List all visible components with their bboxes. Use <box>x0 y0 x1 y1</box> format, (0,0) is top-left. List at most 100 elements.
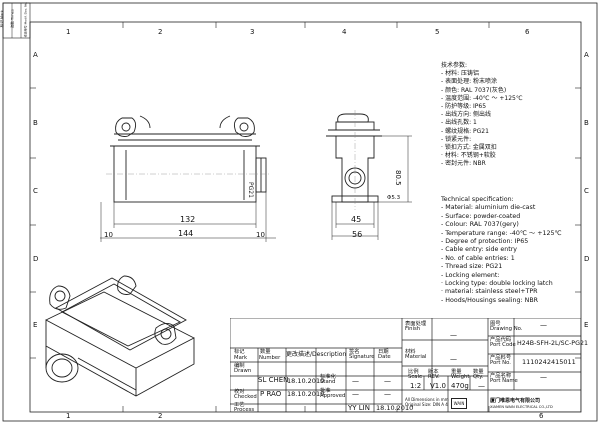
approver-date-value: 18.10.2010 <box>376 404 414 412</box>
spec-en-line: - Thread size: PG21 <box>441 263 503 271</box>
dim-56: 56 <box>352 230 363 239</box>
material-value: — <box>450 355 457 363</box>
spec-en-line: - Surface: powder-coated <box>441 212 521 220</box>
standard-value: — <box>352 377 359 385</box>
spec-cn-line: - 锁紧元件: <box>441 135 472 143</box>
col-label-5: 5 <box>435 28 440 36</box>
title-block-grid <box>230 318 581 412</box>
spec-en-line: · Locking type: double locking latch <box>441 280 553 288</box>
spec-cn-line: - 表面处理: 粉末喷涂 <box>441 78 498 86</box>
rev-value: V1.0 <box>430 382 446 390</box>
checked-by-value: P RAO <box>260 390 282 398</box>
revision-times-label: 次数 Times <box>10 9 15 29</box>
spec-cn-line: - 出线孔数: 1 <box>441 119 477 127</box>
col-label-1-bottom: 1 <box>66 412 71 420</box>
drawn-date-value: 18.10.2010 <box>287 377 325 385</box>
row-label-a: A <box>33 51 38 59</box>
col-label-6: 6 <box>525 28 530 36</box>
col-label-4: 4 <box>342 28 347 36</box>
row-label-b-right: B <box>584 119 589 127</box>
col-label-6-bottom: 6 <box>539 412 544 420</box>
spec-cn-line: - 颜色: RAL 7037(灰色) <box>441 86 507 94</box>
col-label-2-bottom: 2 <box>158 412 163 420</box>
spec-list-en: Technical specification: - Material: alu… <box>441 196 562 305</box>
approved-date-value: — <box>384 390 391 398</box>
header-number-cn: 数量 <box>260 349 271 355</box>
port-name-value: — <box>540 373 547 381</box>
row-label-d-right: D <box>584 255 590 263</box>
approver-value: YY LIN <box>348 404 370 412</box>
side-view <box>326 110 412 240</box>
spec-cn-line: - 出线方向: 侧出线 <box>441 111 492 119</box>
isometric-view <box>45 275 195 397</box>
drawing-no-value: — <box>540 321 547 329</box>
dim-pg21: PG21 <box>247 182 254 198</box>
spec-cn-line: - 温度范围: -40℃ ～ +125℃ <box>441 94 523 102</box>
header-mark-en: Mark <box>234 355 248 361</box>
row-label-d: D <box>33 255 39 263</box>
row-label-c-right: C <box>584 187 589 195</box>
dim-phi-5-3: Φ5.3 <box>387 195 401 201</box>
spec-en-line: - No. of cable entries: 1 <box>441 254 515 262</box>
dim-80-5: 80.5 <box>394 170 402 186</box>
header-number-en: Number <box>259 355 281 361</box>
qty-value: — <box>478 382 485 390</box>
spec-cn-line: - 密封元件: NBR <box>441 160 486 168</box>
standard-date-value: — <box>384 377 391 385</box>
dim-45: 45 <box>351 215 362 224</box>
spec-cn-line: - 螺纹规格: PG21 <box>441 127 489 135</box>
finish-value: — <box>450 331 457 339</box>
spec-en-line: - Hoods/Housings sealing: NBR <box>441 296 539 304</box>
spec-en-line: · material: stainless steel+TPR <box>441 288 538 296</box>
row-label-e-right: E <box>584 321 589 329</box>
col-label-3: 3 <box>250 28 255 36</box>
front-view <box>100 115 276 242</box>
spec-en-line: - Degree of protection: IP65 <box>441 238 529 246</box>
dim-10-left: 10 <box>104 231 113 239</box>
spec-cn-line: 技术参数: <box>441 62 468 69</box>
approved-value: — <box>352 390 359 398</box>
row-label-b: B <box>33 119 38 127</box>
spec-en-line: - Colour: RAL 7037(gery) <box>441 221 519 229</box>
spec-en-line: - Locking element: <box>441 271 500 279</box>
spec-cn-line: - 防护等级: IP65 <box>441 103 487 111</box>
row-label-c: C <box>33 187 38 195</box>
port-code-value: H24B-SFH-2L/SC-PG21 <box>517 340 588 347</box>
col-label-2: 2 <box>158 28 163 36</box>
spec-en-line: - Cable entry: side entry <box>441 246 518 254</box>
spec-list-cn: 技术参数: - 材料: 压铸铝 - 表面处理: 粉末喷涂 - 颜色: RAL 7… <box>441 62 523 169</box>
scale-value: 1:2 <box>410 382 422 390</box>
drawn-by-value: SL CHEN <box>258 376 289 384</box>
dim-10-right: 10 <box>256 231 265 239</box>
spec-en-line: Technical specification: <box>441 196 514 203</box>
revision-doc-label: 修改单号 Modif. Doc. No. <box>23 1 28 38</box>
spec-en-line: - Temperature range: -40℃ ～ +125℃ <box>441 229 562 237</box>
spec-cn-line: · 材料: 不锈钢+软胶 <box>441 152 496 160</box>
company-logo-icon: WAIN <box>451 398 467 409</box>
col-label-1: 1 <box>66 28 71 36</box>
port-no-value: 1110242415011 <box>522 358 576 366</box>
dim-144: 144 <box>178 229 194 238</box>
revision-mark-label: 标记 Mark <box>0 10 4 28</box>
spec-cn-line: · 锁扣方式: 金属双扣 <box>441 144 497 152</box>
header-mark-cn: 标记 <box>234 349 245 355</box>
